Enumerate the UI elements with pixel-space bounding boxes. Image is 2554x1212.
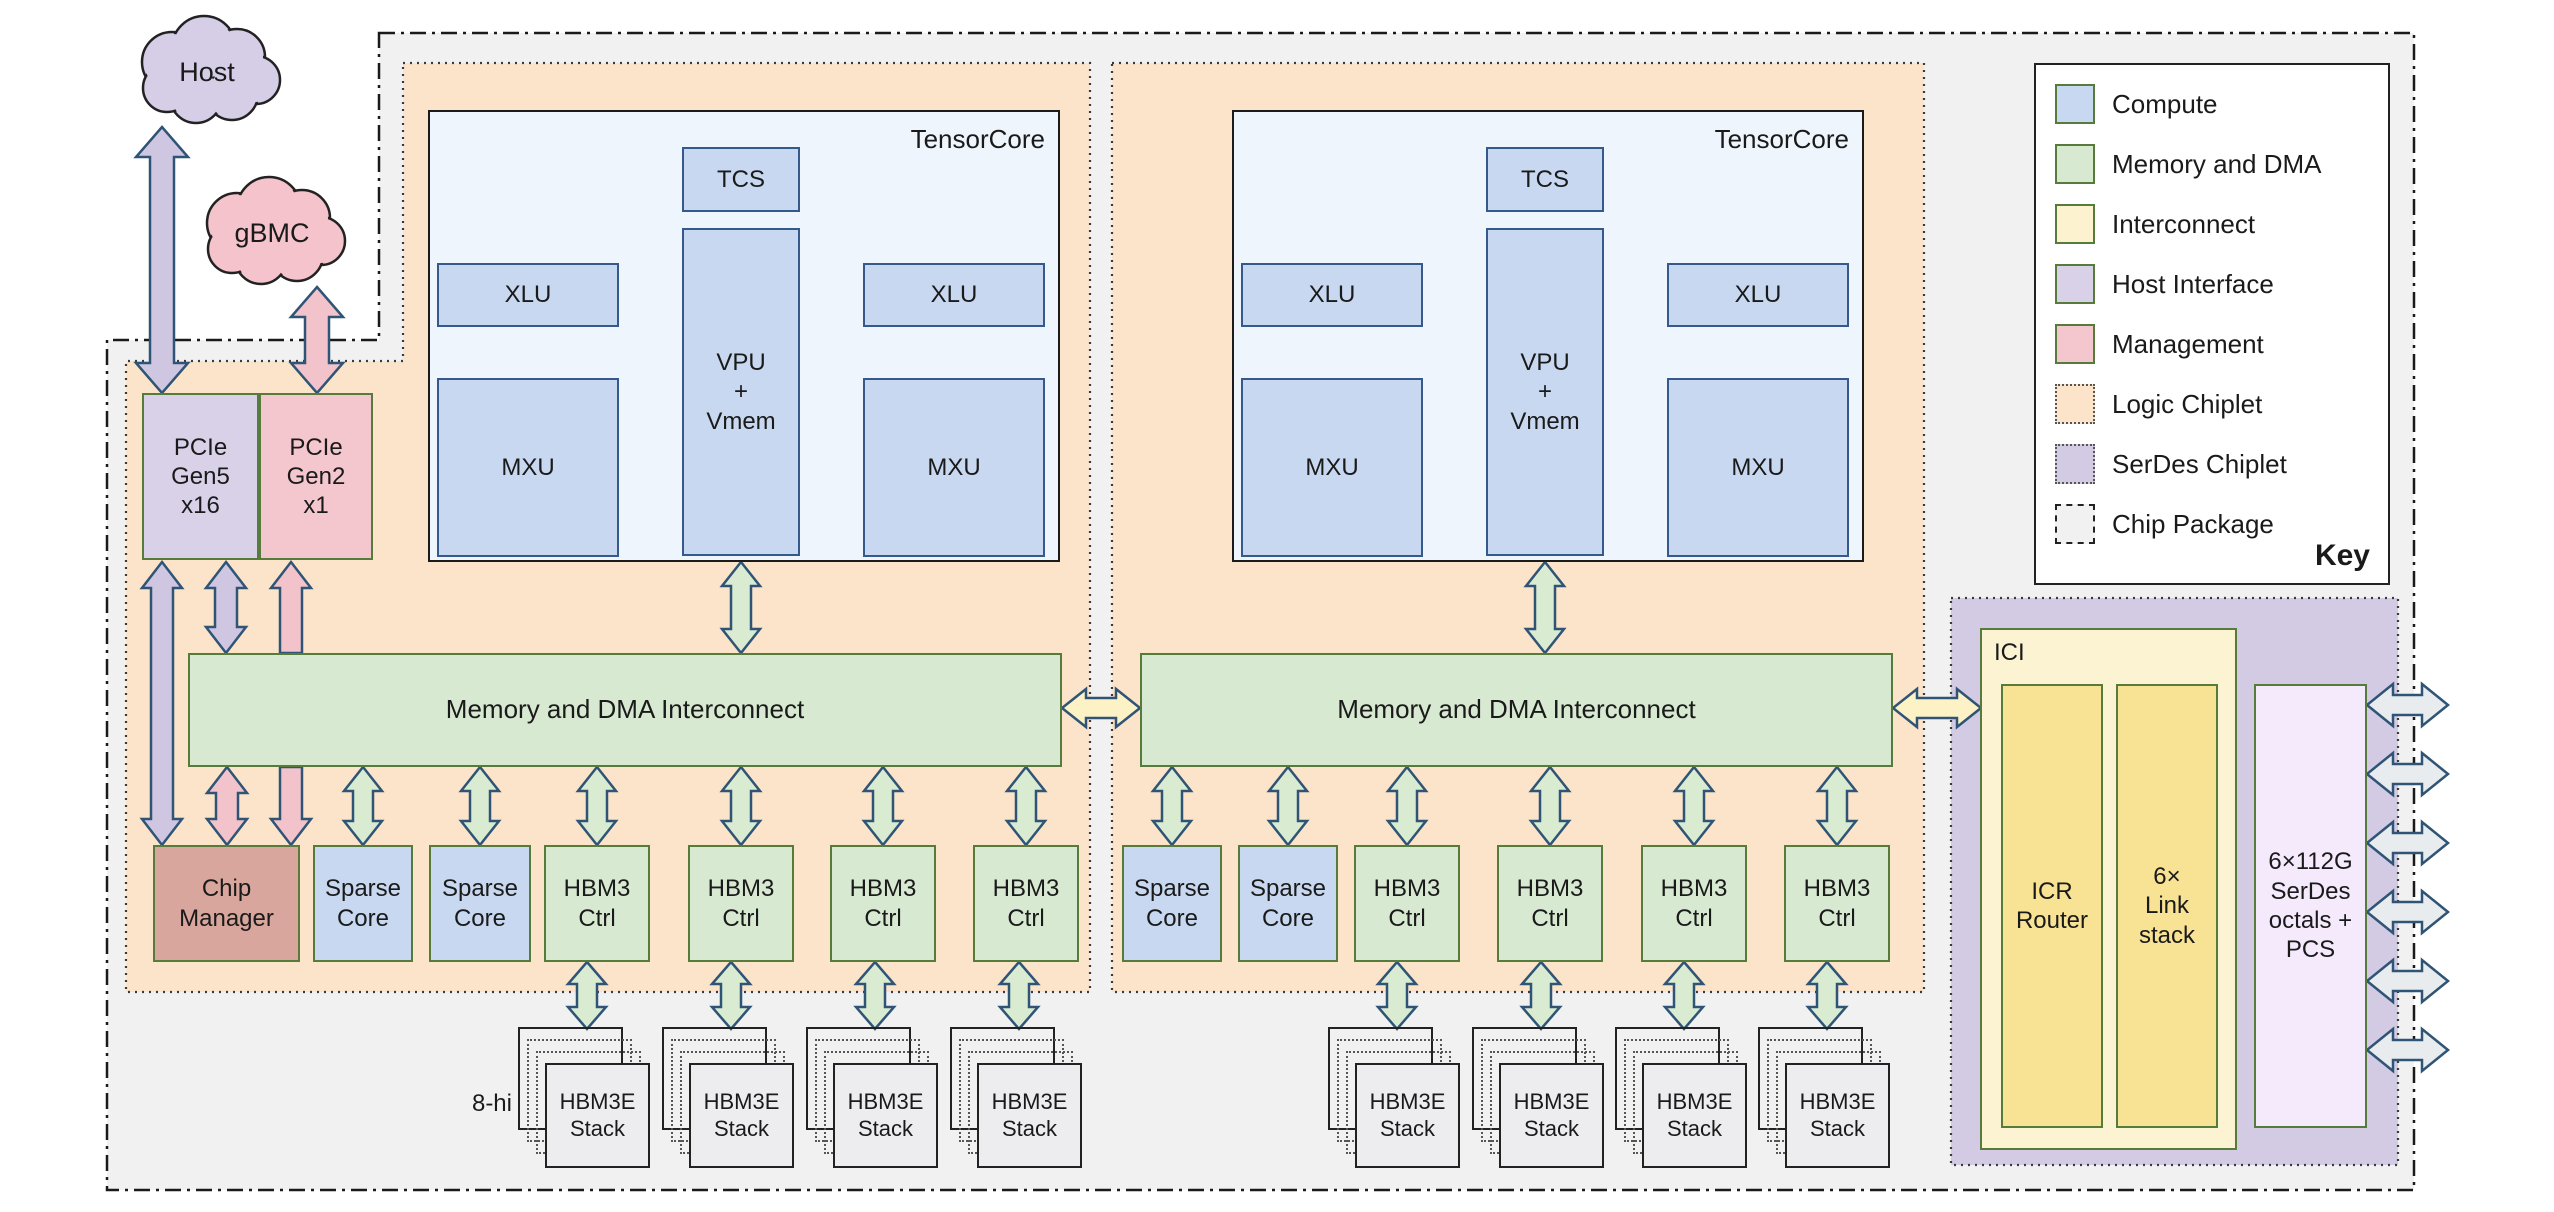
legend-label: Memory and DMA xyxy=(2112,148,2322,179)
hbm3-ctrl-box-left-3: HBM3 Ctrl xyxy=(830,845,936,962)
legend-label: Compute xyxy=(2112,88,2218,119)
gbmc-cloud xyxy=(205,175,347,286)
hbm3-ctrl-box-left-2: HBM3 Ctrl xyxy=(688,845,794,962)
memory-dma-swatch xyxy=(2055,144,2095,184)
chip-manager-box: Chip Manager xyxy=(153,845,300,962)
legend: Compute Memory and DMA Interconnect Host… xyxy=(2034,63,2390,585)
tcs-box-tc1: TCS xyxy=(682,147,800,212)
mxu-right-box-tc2: MXU xyxy=(1667,378,1849,557)
hbm3-ctrl-box-right-2: HBM3 Ctrl xyxy=(1497,845,1603,962)
hbm3e-stack-front: HBM3E Stack xyxy=(1499,1063,1604,1168)
hbm3e-stack-front: HBM3E Stack xyxy=(689,1063,794,1168)
sparse-core-box-left-1: Sparse Core xyxy=(313,845,413,962)
sparse-core-box-left-2: Sparse Core xyxy=(429,845,531,962)
legend-row-chip-package: Chip Package xyxy=(2036,504,2388,544)
arrow-serdes-link-1 xyxy=(2365,681,2450,729)
mxu-left-box-tc1: MXU xyxy=(437,378,619,557)
hbm3-ctrl-box-left-4: HBM3 Ctrl xyxy=(973,845,1079,962)
pcie-gen5-box: PCIe Gen5 x16 xyxy=(142,393,259,560)
arrow-pcie2-interconnect xyxy=(268,559,314,655)
serdes-octals-box: 6×112G SerDes octals + PCS xyxy=(2254,684,2367,1128)
arrow-hbm1-stack1-left xyxy=(565,960,609,1031)
arrow-serdes-link-4 xyxy=(2365,888,2450,936)
arrow-pcie2-chipmanager xyxy=(268,765,314,848)
stack-height-label: 8-hi xyxy=(471,1090,512,1117)
legend-row-host-interface: Host Interface xyxy=(2036,264,2388,304)
tensorcore-2-label: TensorCore xyxy=(1714,124,1849,154)
legend-row-compute: Compute xyxy=(2036,84,2388,124)
xlu-right-box-tc2: XLU xyxy=(1667,263,1849,327)
chip-package-swatch xyxy=(2055,504,2095,544)
icr-router-box: ICR Router xyxy=(2001,684,2103,1128)
vpu-vmem-box-tc1: VPU + Vmem xyxy=(682,228,800,556)
legend-row-logic-chiplet: Logic Chiplet xyxy=(2036,384,2388,424)
hbm3-ctrl-box-right-4: HBM3 Ctrl xyxy=(1784,845,1890,962)
arrow-serdes-link-3 xyxy=(2365,819,2450,867)
legend-label: Interconnect xyxy=(2112,208,2256,239)
xlu-left-box-tc2: XLU xyxy=(1241,263,1423,327)
arrow-hbm2-stack2-left xyxy=(709,960,753,1031)
legend-label: Logic Chiplet xyxy=(2112,388,2263,419)
interconnect-swatch xyxy=(2055,204,2095,244)
arrow-serdes-link-5 xyxy=(2365,957,2450,1005)
serdes-chiplet-swatch xyxy=(2055,444,2095,484)
host-cloud-label: Host xyxy=(179,56,235,87)
legend-label: Management xyxy=(2112,328,2264,359)
hbm3e-stack-front: HBM3E Stack xyxy=(545,1063,650,1168)
gbmc-cloud-label: gBMC xyxy=(234,217,310,248)
hbm3e-stack-front: HBM3E Stack xyxy=(833,1063,938,1168)
arrow-serdes-link-2 xyxy=(2365,750,2450,798)
xlu-left-box-tc1: XLU xyxy=(437,263,619,327)
host-interface-swatch xyxy=(2055,264,2095,304)
ici-label: ICI xyxy=(1994,639,2025,666)
hbm3-ctrl-box-right-1: HBM3 Ctrl xyxy=(1354,845,1460,962)
memory-dma-interconnect-2: Memory and DMA Interconnect xyxy=(1140,653,1893,767)
hbm3e-stack-front: HBM3E Stack xyxy=(1355,1063,1460,1168)
arrow-hbm4-stack4-right xyxy=(1805,960,1849,1031)
mxu-left-box-tc2: MXU xyxy=(1241,378,1423,557)
tensorcore-1-label: TensorCore xyxy=(910,124,1045,154)
sparse-core-box-right-1: Sparse Core xyxy=(1122,845,1222,962)
mxu-right-box-tc1: MXU xyxy=(863,378,1045,557)
sparse-core-box-right-2: Sparse Core xyxy=(1238,845,1338,962)
management-swatch xyxy=(2055,324,2095,364)
arrow-hbm4-stack4-left xyxy=(997,960,1041,1031)
logic-chiplet-swatch xyxy=(2055,384,2095,424)
hbm3e-stack-front: HBM3E Stack xyxy=(977,1063,1082,1168)
hbm3-ctrl-box-left-1: HBM3 Ctrl xyxy=(544,845,650,962)
arrow-hbm3-stack3-left xyxy=(853,960,897,1031)
pcie-gen2-box: PCIe Gen2 x1 xyxy=(259,393,373,560)
legend-label: SerDes Chiplet xyxy=(2112,448,2287,479)
legend-row-memory-dma: Memory and DMA xyxy=(2036,144,2388,184)
arrow-hbm1-stack1-right xyxy=(1375,960,1419,1031)
legend-label: Host Interface xyxy=(2112,268,2274,299)
legend-row-management: Management xyxy=(2036,324,2388,364)
vpu-vmem-box-tc2: VPU + Vmem xyxy=(1486,228,1604,556)
host-cloud xyxy=(140,14,282,125)
hbm3-ctrl-box-right-3: HBM3 Ctrl xyxy=(1641,845,1747,962)
hbm3e-stack-front: HBM3E Stack xyxy=(1785,1063,1890,1168)
arrow-serdes-link-6 xyxy=(2365,1026,2450,1074)
tcs-box-tc2: TCS xyxy=(1486,147,1604,212)
legend-row-interconnect: Interconnect xyxy=(2036,204,2388,244)
legend-title: Key xyxy=(2314,539,2370,572)
memory-dma-interconnect-1: Memory and DMA Interconnect xyxy=(188,653,1062,767)
legend-row-serdes-chiplet: SerDes Chiplet xyxy=(2036,444,2388,484)
hbm3e-stack-front: HBM3E Stack xyxy=(1642,1063,1747,1168)
arrow-hbm3-stack3-right xyxy=(1662,960,1706,1031)
arrow-hbm2-stack2-right xyxy=(1519,960,1563,1031)
link-stack-box: 6× Link stack xyxy=(2116,684,2218,1128)
xlu-right-box-tc1: XLU xyxy=(863,263,1045,327)
legend-label: Chip Package xyxy=(2112,508,2274,539)
compute-swatch xyxy=(2055,84,2095,124)
